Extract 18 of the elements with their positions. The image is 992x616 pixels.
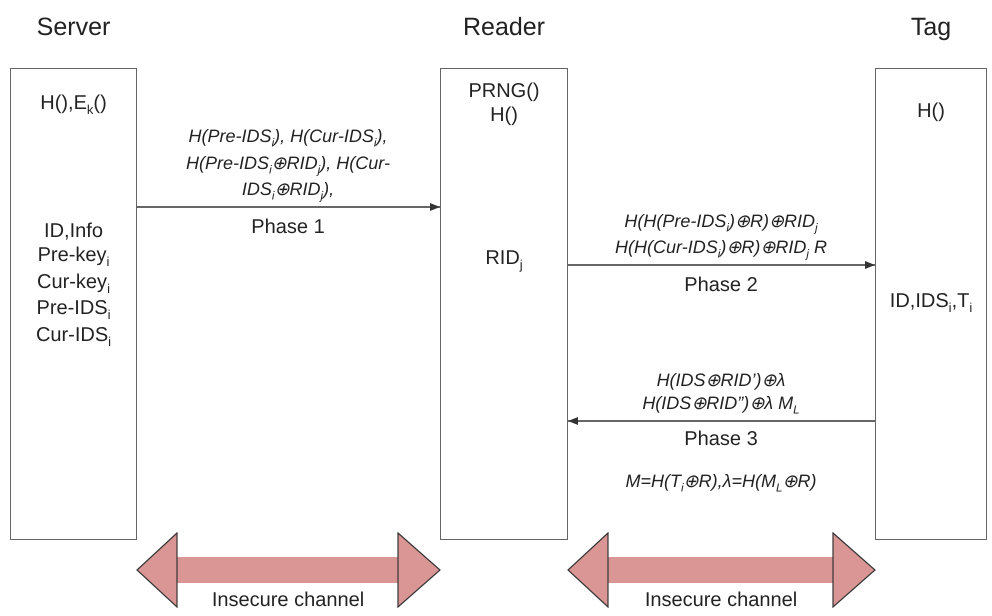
box-text: ID,Info Pre-key$_{i}$ Cur-key$_{i}$ Pre-IDS$_{i}$ Cur-IDS$_{i}$ xyxy=(34,219,112,350)
participant-title: Tag xyxy=(910,13,952,42)
phase-label: Phase 2 xyxy=(684,274,758,297)
double-arrow xyxy=(136,532,441,608)
participant-title: Server xyxy=(36,13,110,42)
arrow xyxy=(137,203,440,211)
phase-label: Phase 1 xyxy=(251,216,325,239)
formula-text: M=H(T$_{i}$⊕R),λ=H(M$_{L}$⊕R) xyxy=(626,470,816,495)
box-text: ID,IDS$_{i}$,T$_{i}$ xyxy=(888,289,974,316)
arrow xyxy=(568,417,875,425)
box-text: H() xyxy=(916,99,946,123)
box-text: PRNG() H() xyxy=(467,79,541,127)
arrow xyxy=(568,261,875,269)
box-text: RID$_{j}$ xyxy=(484,246,524,273)
phase-label: Phase 3 xyxy=(684,428,758,451)
box-text: H(),E$_{k}$() xyxy=(39,91,108,118)
double-arrow xyxy=(567,532,876,608)
participant-title: Reader xyxy=(463,13,545,42)
